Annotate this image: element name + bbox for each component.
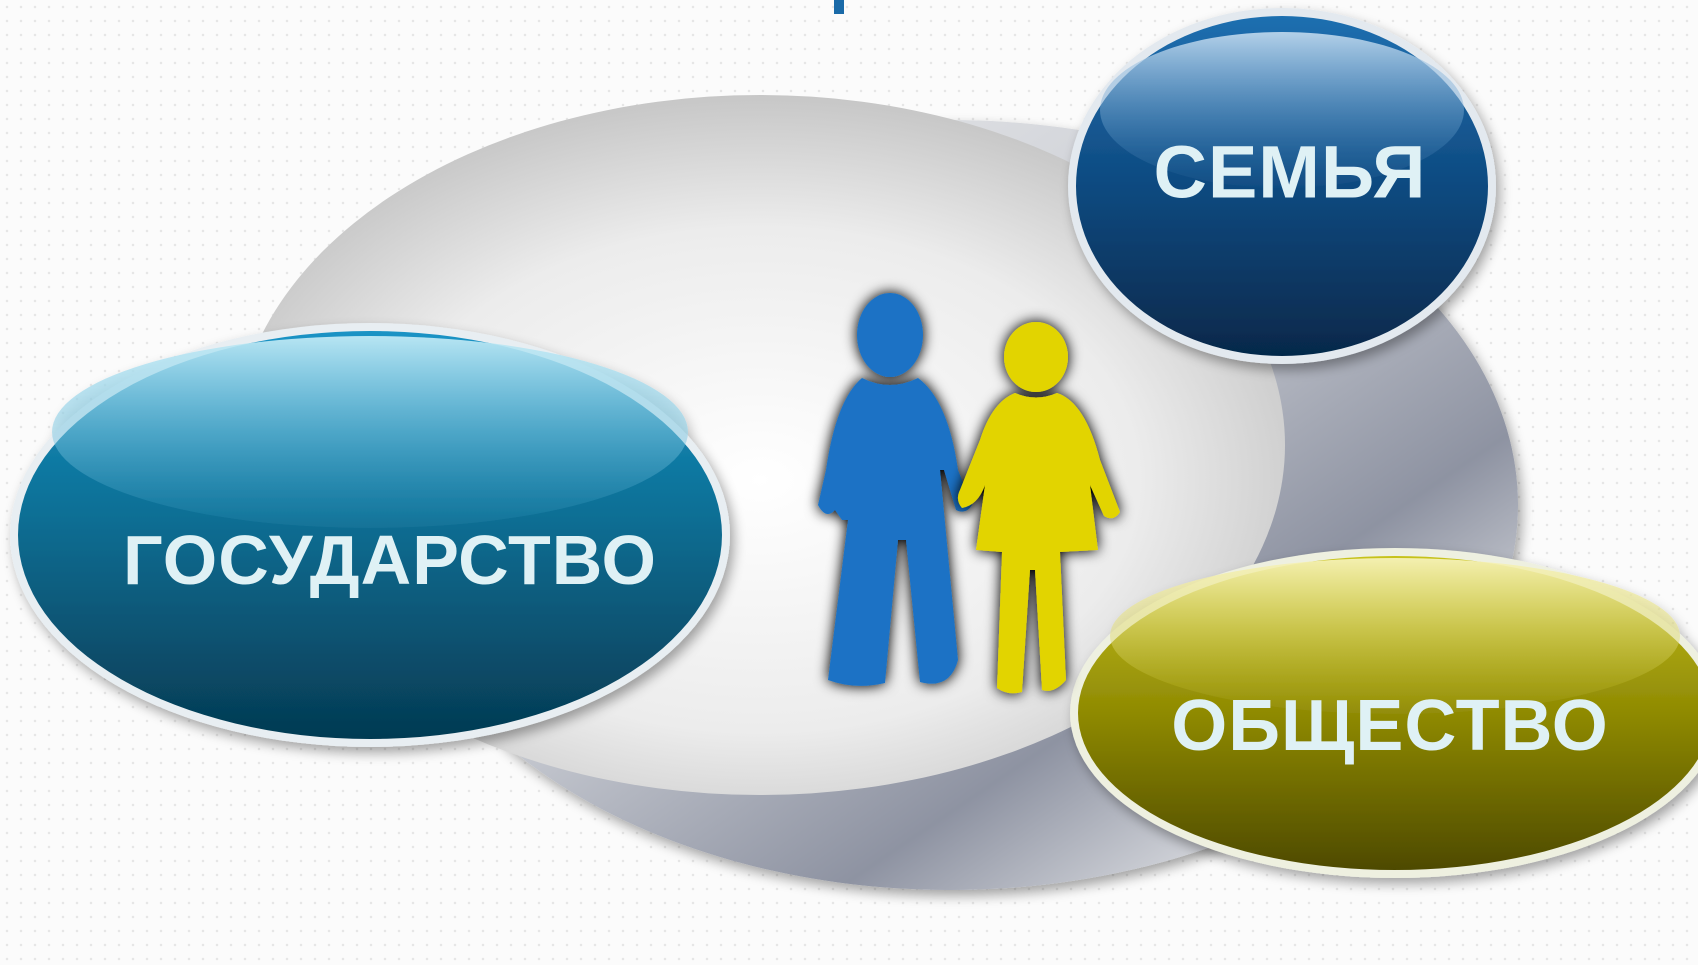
top-edge-mark	[834, 0, 844, 14]
family-label: СЕМЬЯ	[1154, 131, 1427, 214]
state-bubble: ГОСУДАРСТВО	[10, 323, 730, 747]
woman-figure-icon	[957, 322, 1120, 694]
man-figure-icon	[818, 293, 972, 686]
society-label: ОБЩЕСТВО	[1171, 686, 1609, 766]
family-bubble: СЕМЬЯ	[1068, 8, 1496, 364]
society-bubble: ОБЩЕСТВО	[1070, 548, 1698, 878]
state-label: ГОСУДАРСТВО	[123, 521, 657, 599]
